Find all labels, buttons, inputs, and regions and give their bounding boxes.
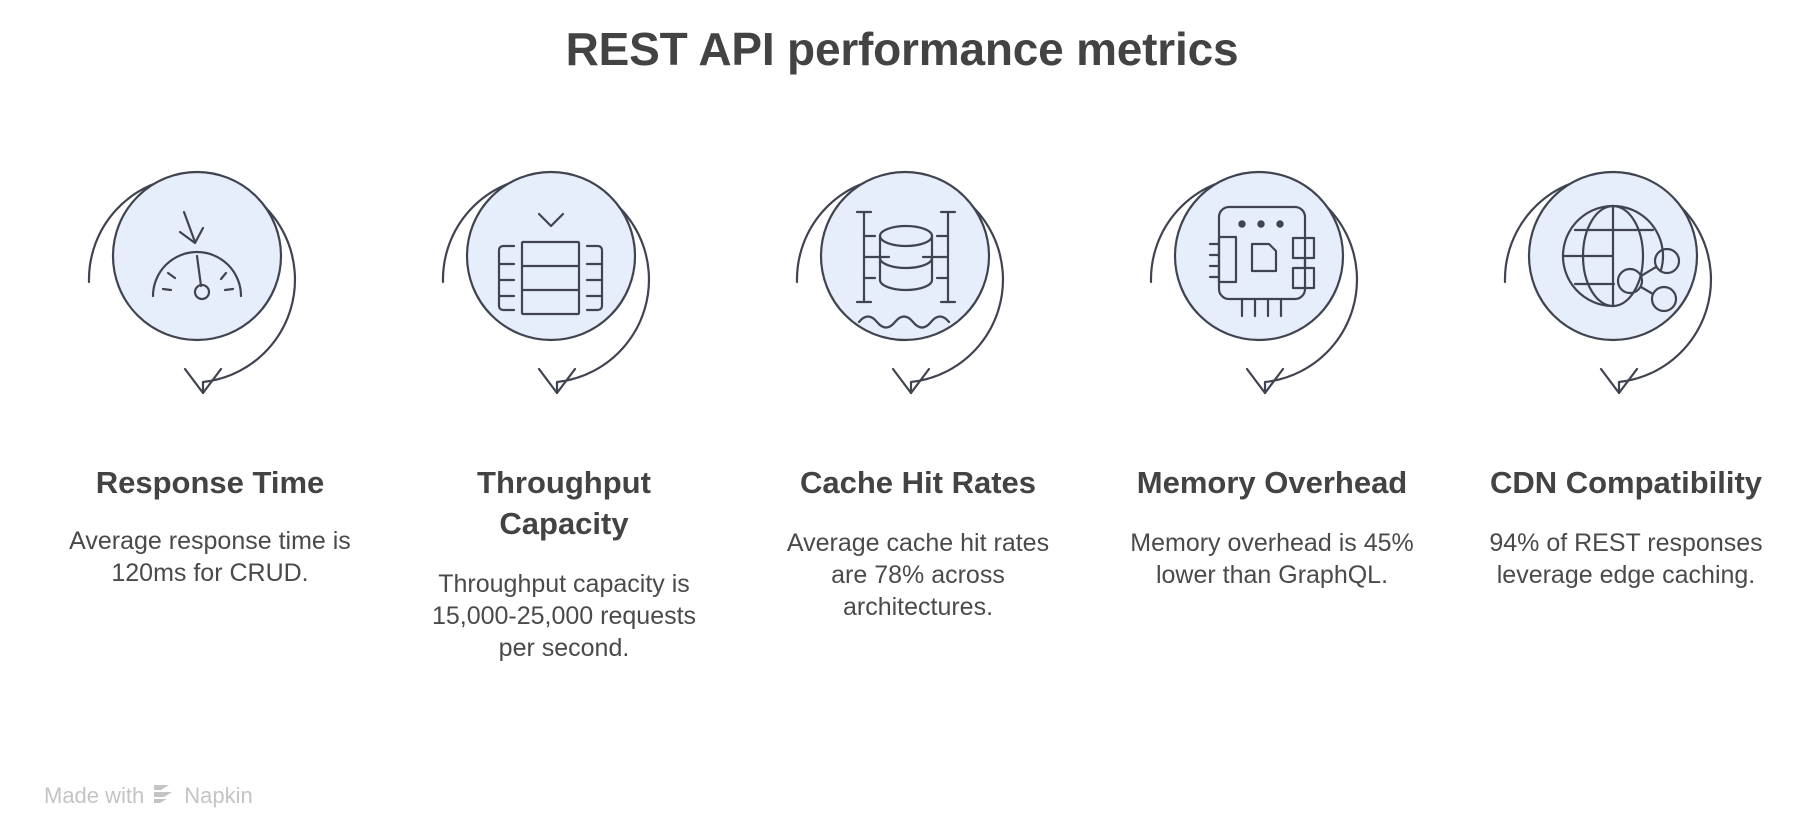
metric-title: CDN Compatibility [1489, 465, 1763, 500]
metric-description: Throughput capacity is 15,000-25,000 req… [431, 570, 697, 663]
globe-network-share-icon [1501, 150, 1751, 400]
page-title: REST API performance metrics [565, 23, 1239, 75]
metric-description: Average response time is 120ms for CRUD. [69, 527, 351, 588]
watermark-prefix: Made with [44, 783, 145, 808]
metric-description: Average cache hit rates are 78% across a… [786, 529, 1050, 622]
metric-column-throughput-capacity: Throughput Capacity Throughput capacity … [399, 150, 729, 664]
database-cache-waves-icon [793, 150, 1043, 400]
metric-title: Throughput Capacity [477, 465, 651, 542]
made-with-napkin-watermark[interactable]: Made with Napkin [44, 782, 253, 810]
metric-column-cache-hit-rates: Cache Hit Rates Average cache hit rates … [753, 150, 1083, 623]
napkin-logo-icon [152, 782, 176, 810]
metric-title: Response Time [95, 465, 325, 500]
metric-column-memory-overhead: Memory Overhead Memory overhead is 45% l… [1107, 150, 1437, 591]
metric-columns: Response Time Average response time is 1… [0, 150, 1804, 664]
server-rack-chevron-icon [439, 150, 689, 400]
watermark-brand: Napkin [184, 783, 253, 808]
memory-chip-circuit-icon [1147, 150, 1397, 400]
metric-column-response-time: Response Time Average response time is 1… [45, 150, 375, 589]
metric-description: Memory overhead is 45% lower than GraphQ… [1130, 529, 1414, 590]
gauge-down-arrow-icon [85, 150, 335, 400]
metric-column-cdn-compatibility: CDN Compatibility 94% of REST responses … [1461, 150, 1791, 591]
metric-title: Cache Hit Rates [799, 465, 1037, 500]
metric-title: Memory Overhead [1136, 465, 1408, 500]
metric-description: 94% of REST responses leverage edge cach… [1489, 529, 1763, 590]
